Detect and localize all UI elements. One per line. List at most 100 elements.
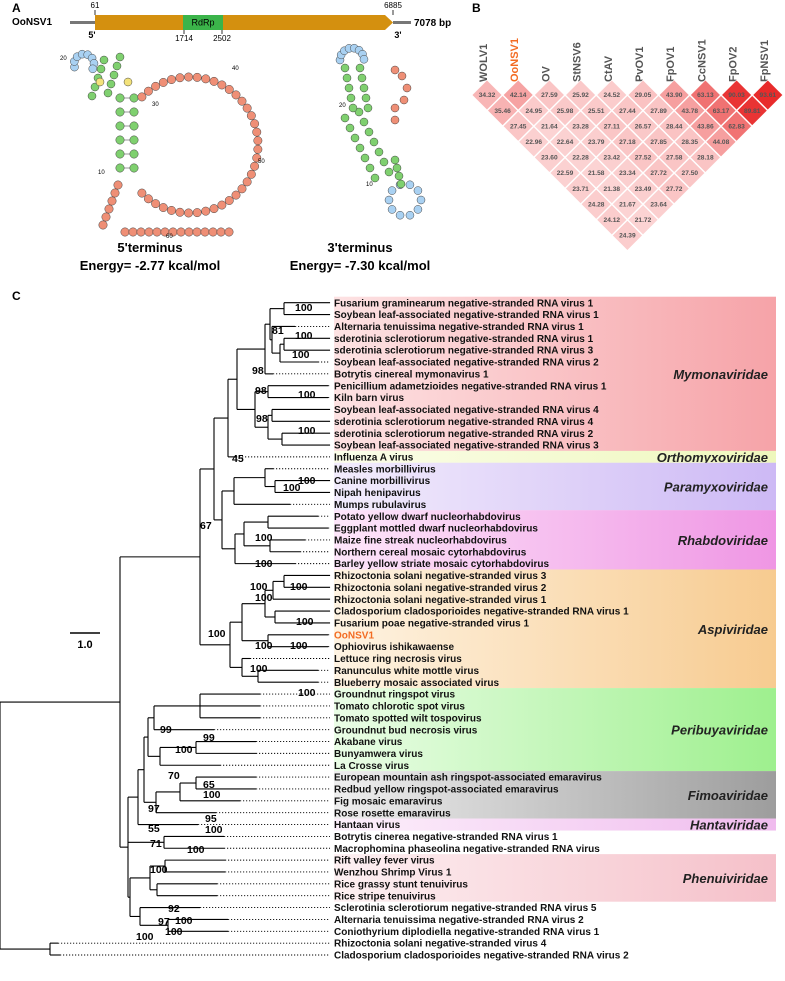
bootstrap-value: 98: [256, 413, 268, 425]
taxon-label: Mumps rubulavirus: [334, 500, 427, 511]
nucleotide: [152, 227, 162, 237]
nucleotide: [109, 70, 119, 80]
bootstrap-value: 100: [296, 616, 314, 628]
taxon-label: Ranunculus white mottle virus: [334, 666, 479, 677]
identity-value: 27.72: [650, 170, 667, 177]
bootstrap-value: 100: [255, 532, 273, 544]
bootstrap-value: 92: [168, 903, 180, 915]
nucleotide: [103, 88, 113, 98]
orf-end: 6885: [384, 1, 402, 10]
taxon-label: Botrytis cinerea negative-stranded RNA v…: [334, 832, 558, 843]
nucleotide: [360, 153, 370, 163]
taxon-label: Penicillium adametzioides negative-stran…: [334, 381, 607, 392]
nucleotide: [231, 190, 241, 200]
bootstrap-value: 100: [175, 915, 193, 927]
family-band: [334, 818, 776, 831]
five-terminus-structure: 20 30 40 10 50 60 5'terminus Energy= -2.…: [60, 49, 265, 273]
nucleotide: [88, 64, 98, 74]
nucleotide: [175, 73, 185, 83]
svg-text:20: 20: [60, 56, 67, 62]
identity-value: 43.78: [682, 108, 699, 115]
identity-cell: [580, 188, 612, 220]
taxon-label: Cladosporium cladosporioides negative-st…: [334, 607, 629, 618]
identity-value: 24.12: [604, 217, 621, 224]
nucleotide: [237, 96, 247, 106]
taxon-label: Fusarium graminearum negative-stranded R…: [334, 298, 594, 309]
taxon-label: La Crosse virus: [334, 761, 409, 772]
taxon-label: sderotinia sclerotiorum negative-strande…: [334, 334, 594, 345]
identity-cell: [674, 157, 706, 189]
orf-start: 61: [91, 1, 100, 10]
identity-value: 27.44: [619, 108, 636, 115]
taxon-label: Soybean leaf-associated negative-strande…: [334, 441, 599, 452]
bootstrap-value: 100: [175, 744, 193, 756]
nucleotide: [115, 121, 125, 131]
identity-cell: [674, 95, 706, 127]
identity-cell: [643, 188, 675, 220]
bootstrap-value: 100: [298, 389, 316, 401]
bootstrap-value: 65: [203, 779, 215, 791]
bootstrap-value: 100: [298, 475, 316, 487]
identity-value: 42.14: [510, 92, 527, 99]
identity-value: 23.71: [572, 186, 589, 193]
bootstrap-value: 99: [160, 724, 172, 736]
family-label: Orthomyxoviridae: [657, 450, 768, 465]
bootstrap-value: 95: [205, 813, 217, 825]
identity-value: 27.18: [619, 139, 636, 146]
identity-value: 35.46: [494, 108, 511, 115]
nucleotide: [201, 206, 211, 216]
heatmap-label: FpNSV1: [759, 40, 771, 82]
five-loop-nucleotides: [98, 72, 263, 237]
identity-cell: [549, 126, 581, 158]
bootstrap-value: 67: [200, 520, 212, 532]
taxon-label: Tomato spotted wilt tospovirus: [334, 713, 482, 724]
taxon-label: Canine morbillivirus: [334, 476, 431, 487]
identity-value: 21.67: [619, 201, 636, 208]
taxon-label: Rhizoctonia solani negative-stranded vir…: [334, 939, 547, 950]
panel-c: C MymonaviridaeOrthomyxoviridaeParamyxov…: [0, 289, 776, 962]
nucleotide: [369, 137, 379, 147]
identity-value: 27.85: [650, 139, 667, 146]
nucleotide: [209, 204, 219, 214]
identity-value: 62.83: [728, 123, 745, 130]
identity-cell: [565, 79, 597, 111]
taxon-label: Alternaria tenuissima negative-stranded …: [334, 915, 584, 926]
identity-cell: [643, 157, 675, 189]
taxon-label: Groundnut ringspot virus: [334, 690, 456, 701]
taxon-label: Eggplant mottled dwarf nucleorhabdovirus: [334, 524, 538, 535]
identity-cell: [596, 173, 628, 205]
identity-value: 44.08: [713, 139, 730, 146]
taxon-label: Bunyamwera virus: [334, 749, 423, 760]
identity-cell: [627, 79, 659, 111]
panel-c-label: C: [12, 289, 21, 303]
identity-cell: [533, 110, 565, 142]
taxon-label: Akabane virus: [334, 737, 403, 748]
taxon-label: Macrophomina phaseolina negative-strande…: [334, 844, 600, 855]
identity-cell: [611, 157, 643, 189]
family-label: Aspiviridae: [697, 622, 768, 637]
bootstrap-value: 45: [232, 453, 244, 465]
nucleotide: [355, 143, 365, 153]
identity-value: 22.64: [557, 139, 574, 146]
bootstrap-value: 100: [136, 931, 154, 943]
identity-value: 21.72: [635, 217, 652, 224]
nucleotide: [192, 72, 202, 82]
identity-cell: [611, 95, 643, 127]
taxon-label: Soybean leaf-associated negative-strande…: [334, 358, 599, 369]
identity-cell: [674, 126, 706, 158]
bootstrap-value: 99: [203, 732, 215, 744]
bootstrap-value: 100: [295, 302, 313, 314]
nucleotide: [384, 167, 394, 177]
nucleotide: [253, 136, 263, 146]
five-terminus-energy: Energy= -2.77 kcal/mol: [80, 258, 221, 273]
family-label: Hantaviridae: [690, 818, 768, 833]
nucleotide: [151, 81, 161, 91]
nucleotide: [354, 107, 364, 117]
taxon-label: Influenza A virus: [334, 452, 414, 463]
three-prime: 3': [394, 30, 401, 40]
family-band: [334, 771, 776, 819]
identity-value: 24.52: [604, 92, 621, 99]
nucleotide: [370, 173, 380, 183]
svg-text:20: 20: [339, 103, 346, 109]
